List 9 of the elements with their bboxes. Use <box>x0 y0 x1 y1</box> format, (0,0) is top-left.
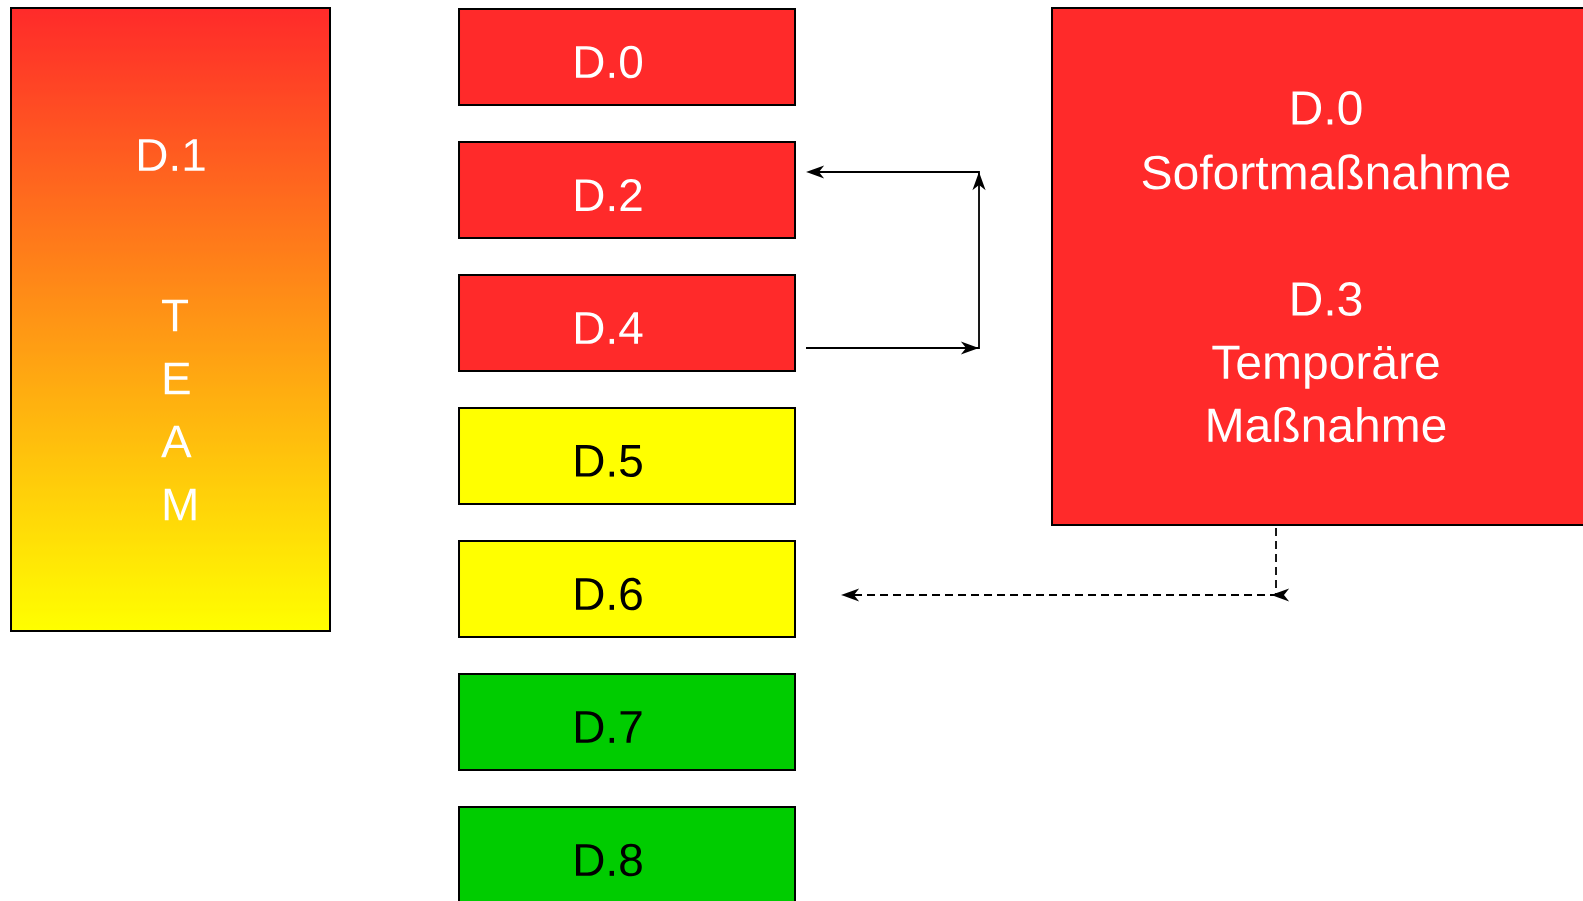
measure-box: D.0 Sofortmaßnahme D.3 Temporäre Maßnahme <box>1051 7 1583 526</box>
phase-box: D.6 <box>458 540 796 638</box>
phase-box: D.7 <box>458 673 796 771</box>
phase-box: D.8 <box>458 806 796 901</box>
team-box: D.1 T E A M <box>10 7 331 632</box>
phase-box: D.4 <box>458 274 796 372</box>
phase-box: D.2 <box>458 141 796 239</box>
phase-box: D.5 <box>458 407 796 505</box>
phase-box: D.0 <box>458 8 796 106</box>
